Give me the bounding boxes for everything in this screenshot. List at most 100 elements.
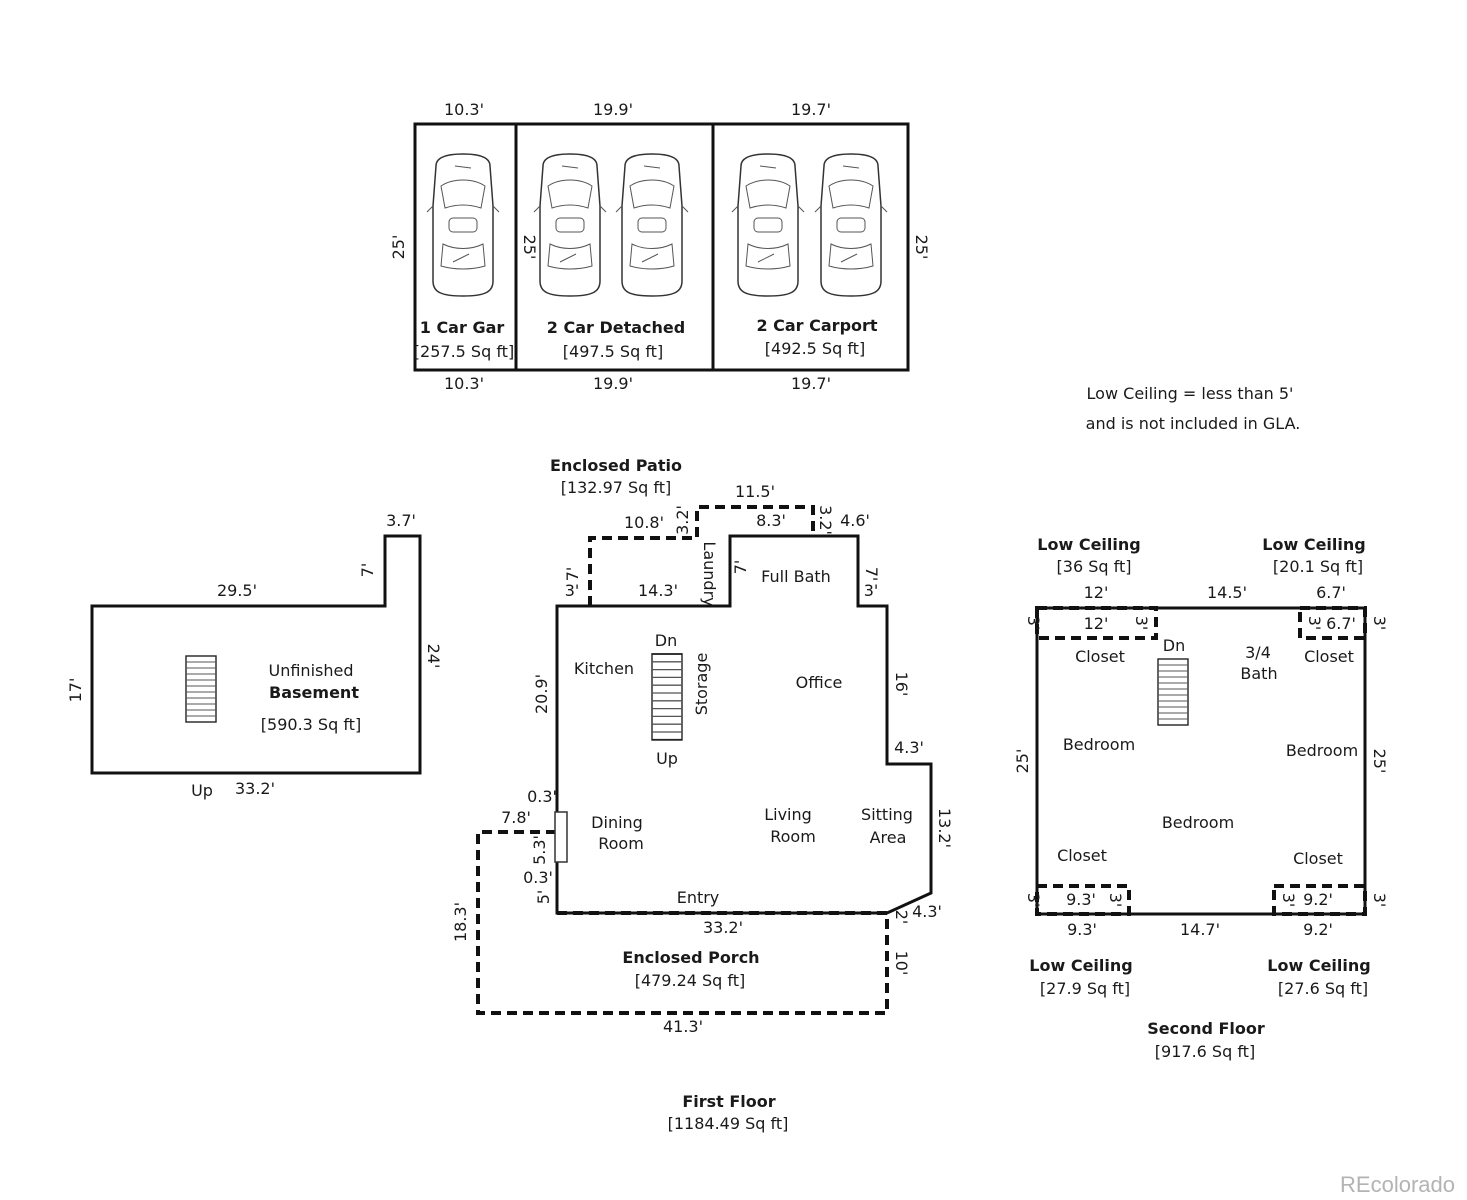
room-name: Bedroom <box>1063 735 1135 754</box>
low-ceiling-note: Low Ceiling = less than 5' <box>1087 384 1294 403</box>
dim-label: 33.2' <box>235 779 275 798</box>
dim-label: 3' <box>864 581 879 600</box>
dim-label: 10.3' <box>444 100 484 119</box>
room-name: Closet <box>1304 647 1354 666</box>
room-name: Low Ceiling <box>1037 535 1140 554</box>
room-name: Basement <box>269 683 359 702</box>
room-name: Enclosed Patio <box>550 456 682 475</box>
room-name: Closet <box>1293 849 1343 868</box>
low-ceiling-area <box>1272 884 1367 916</box>
dim-label: 25' <box>1013 749 1032 774</box>
room-name: Low Ceiling <box>1262 535 1365 554</box>
area-label: [257.5 Sq ft] <box>414 342 514 361</box>
dim-label: 18.3' <box>451 902 470 942</box>
car-icon <box>615 153 689 297</box>
area-label: [27.6 Sq ft] <box>1278 979 1368 998</box>
dim-label: 2' <box>892 910 911 925</box>
dim-label: 3' <box>1106 893 1125 908</box>
room-name: Full Bath <box>761 567 831 586</box>
dim-label: 19.9' <box>593 100 633 119</box>
dim-label: 10.3' <box>444 374 484 393</box>
area-label: [20.1 Sq ft] <box>1273 557 1363 576</box>
low-ceiling-note: and is not included in GLA. <box>1086 414 1301 433</box>
stairs-icon <box>1157 658 1189 726</box>
area-label: [492.5 Sq ft] <box>765 339 865 358</box>
door-icon <box>554 811 568 863</box>
dim-label: 19.7' <box>791 374 831 393</box>
room-name: Office <box>796 673 843 692</box>
dim-label: 25' <box>389 235 408 260</box>
area-label: [497.5 Sq ft] <box>563 342 663 361</box>
room-name: Room <box>598 834 644 853</box>
room-name: Bedroom <box>1162 813 1234 832</box>
room-name: Unfinished <box>269 661 354 680</box>
first-floor-block: Enclosed Patio [132.97 Sq ft] 11.5' 10.8… <box>451 456 954 1133</box>
room-name: 1 Car Gar <box>420 318 505 337</box>
room-name: Closet <box>1057 846 1107 865</box>
dim-label: 25' <box>1370 749 1389 774</box>
low-ceiling-area <box>1298 606 1367 640</box>
area-label: [132.97 Sq ft] <box>561 478 672 497</box>
dim-label: 8.3' <box>756 511 786 530</box>
car-icon <box>731 153 805 297</box>
room-name: Bedroom <box>1286 741 1358 760</box>
stair-label: Dn <box>655 631 677 650</box>
second-floor-block: Low Ceiling [36 Sq ft] Low Ceiling [20.1… <box>1013 535 1389 1061</box>
dim-label: 5.3' <box>530 835 549 865</box>
dim-label: 3' <box>1132 616 1151 631</box>
dim-label: 17' <box>66 678 85 703</box>
dim-label: 25' <box>520 235 539 260</box>
dim-label: 9.2' <box>1303 920 1333 939</box>
dim-label: 14.3' <box>638 581 678 600</box>
dim-label: 14.7' <box>1180 920 1220 939</box>
area-label: [917.6 Sq ft] <box>1155 1042 1255 1061</box>
dim-label: 3' <box>1370 616 1389 631</box>
dim-label: 10.8' <box>624 513 664 532</box>
patio-outline <box>588 505 815 606</box>
stairs-icon <box>185 655 217 723</box>
area-label: [479.24 Sq ft] <box>635 971 746 990</box>
room-name: Low Ceiling <box>1029 956 1132 975</box>
dim-label: 0.3' <box>523 868 553 887</box>
dim-label: 12' <box>1084 614 1109 633</box>
dim-label: 11.5' <box>735 482 775 501</box>
dim-label: 13.2' <box>935 808 954 848</box>
area-label: [27.9 Sq ft] <box>1040 979 1130 998</box>
stair-label: Up <box>191 781 213 800</box>
dim-label: 16' <box>892 672 911 697</box>
area-label: [36 Sq ft] <box>1057 557 1132 576</box>
dim-label: 29.5' <box>217 581 257 600</box>
dim-label: 5' <box>534 890 553 905</box>
dim-label: 19.7' <box>791 100 831 119</box>
dim-label: 10' <box>892 951 911 976</box>
low-ceiling-area <box>1035 606 1158 640</box>
car-icon <box>814 153 888 297</box>
dim-label: 6.7' <box>1316 583 1346 602</box>
dim-label: 33.2' <box>703 918 743 937</box>
dim-label: 6.7' <box>1326 614 1356 633</box>
room-name: Kitchen <box>574 659 634 678</box>
dim-label: 3' <box>1370 893 1389 908</box>
dim-label: 24' <box>424 644 443 669</box>
dim-label: 3' <box>1024 616 1043 631</box>
room-name: 3/4 <box>1245 643 1271 662</box>
floor-title: Second Floor <box>1147 1019 1265 1038</box>
dim-label: 7' <box>731 560 750 575</box>
stairs-icon <box>651 653 683 741</box>
second-floor-outline <box>1035 606 1367 916</box>
dim-label: 9.2' <box>1303 890 1333 909</box>
dim-label: 7' <box>862 567 881 582</box>
car-icon <box>533 153 607 297</box>
dim-label: 9.3' <box>1067 920 1097 939</box>
room-name: 2 Car Detached <box>547 318 685 337</box>
porch-outline <box>476 830 889 1015</box>
stair-label: Up <box>656 749 678 768</box>
dim-label: 3.2' <box>673 505 692 535</box>
room-name: Living <box>764 805 812 824</box>
dim-label: 3' <box>565 581 580 600</box>
dim-label: 7' <box>358 563 377 578</box>
dim-label: 3.2' <box>816 505 835 535</box>
room-name: Dining <box>591 813 643 832</box>
garage-block: 10.3' 19.9' 19.7' 10.3' 19.9' 19.7' 25' … <box>389 100 931 393</box>
